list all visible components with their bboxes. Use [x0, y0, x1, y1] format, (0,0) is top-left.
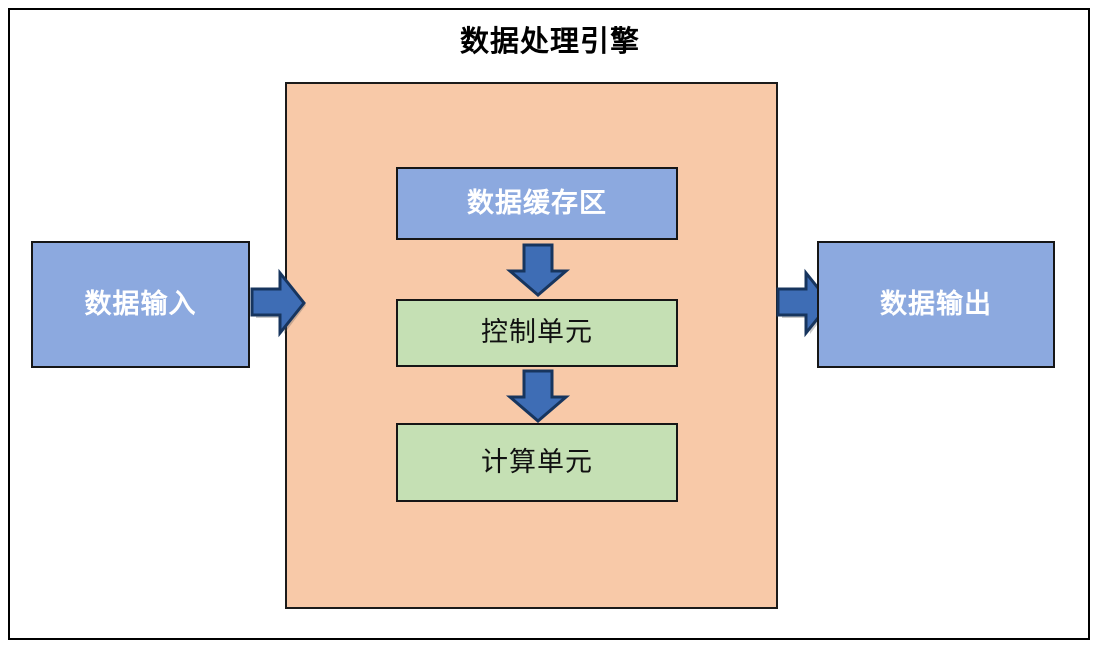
page-title: 数据处理引擎 [459, 26, 640, 58]
node-data-output-label: 数据输出 [880, 288, 992, 319]
arrow-down-control-to-compute [505, 369, 577, 423]
node-compute-unit-label: 计算单元 [481, 446, 593, 477]
node-data-cache-label: 数据缓存区 [467, 187, 607, 218]
node-control-unit-label: 控制单元 [481, 317, 593, 348]
node-data-output[interactable]: 数据输出 [817, 241, 1055, 368]
node-control-unit[interactable]: 控制单元 [396, 299, 678, 367]
node-compute-unit[interactable]: 计算单元 [396, 423, 678, 502]
node-data-input[interactable]: 数据输入 [31, 241, 250, 368]
node-data-input-label: 数据输入 [84, 288, 197, 319]
node-data-cache[interactable]: 数据缓存区 [396, 167, 678, 240]
arrow-down-cache-to-control [505, 243, 577, 297]
arrow-right-input-to-engine [250, 265, 306, 341]
